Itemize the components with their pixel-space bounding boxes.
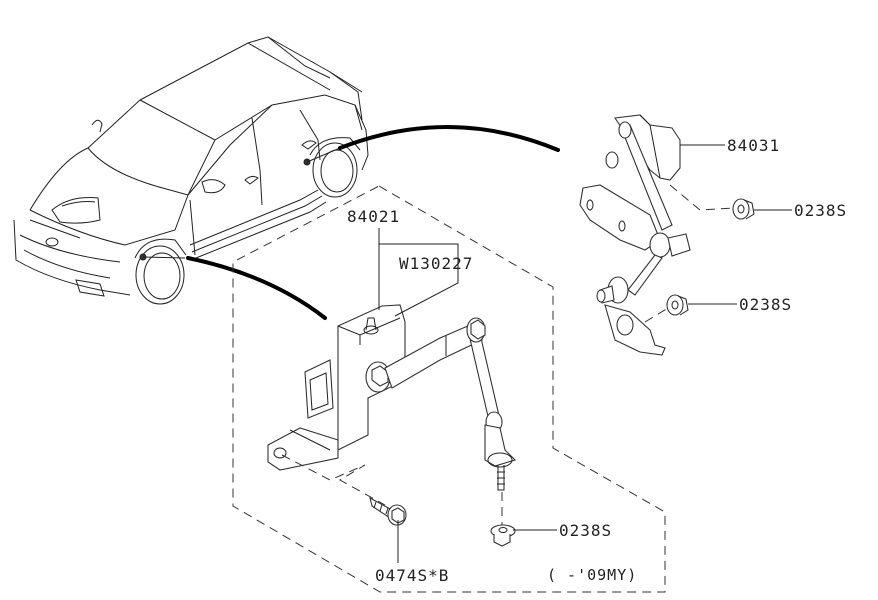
- front-height-sensor-84021: [267, 304, 517, 491]
- flange-nut-0238S-lower: [490, 524, 516, 547]
- flange-nut-0238S-upper: [732, 198, 755, 220]
- front-bracket-assembly-line: [281, 454, 386, 506]
- part-label-0238S-middle[interactable]: 0238S: [739, 295, 792, 314]
- part-label-0238S-lower[interactable]: 0238S: [559, 521, 612, 540]
- bolt-0474S-B: [369, 496, 407, 526]
- front-assembly-group-outline: [232, 185, 666, 593]
- applicability-note: ( -'09MY): [547, 566, 637, 584]
- rear-lower-nut-assembly-line: [644, 307, 669, 323]
- leader-W130227: [379, 243, 459, 317]
- part-label-W130227[interactable]: W130227: [399, 254, 473, 273]
- flange-nut-0238S-middle: [666, 294, 689, 316]
- rear-height-sensor-84031: [579, 114, 691, 356]
- part-label-0474S-B[interactable]: 0474S*B: [375, 566, 449, 585]
- rear-sensor-leader-curve: [338, 125, 560, 152]
- part-label-84031[interactable]: 84031: [727, 136, 780, 155]
- rear-upper-nut-assembly-line: [669, 184, 736, 211]
- part-label-0238S-upper[interactable]: 0238S: [794, 201, 847, 220]
- part-label-84021[interactable]: 84021: [347, 207, 400, 226]
- front-sensor-leader-curve: [186, 256, 327, 320]
- car-illustration: [13, 36, 369, 305]
